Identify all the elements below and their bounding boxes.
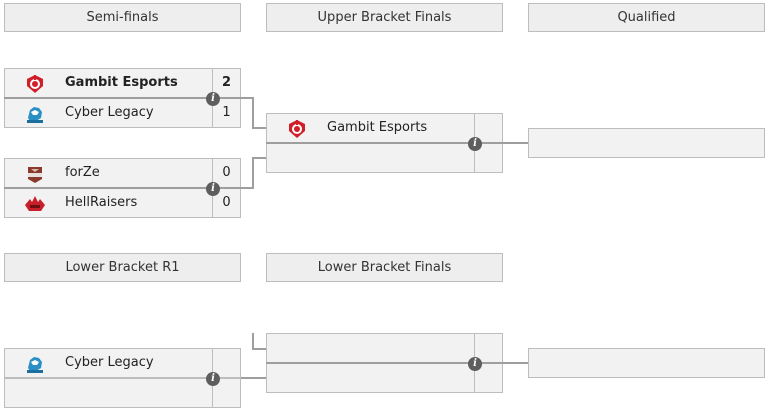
match-slot-team-top[interactable]: forZe 0 bbox=[4, 158, 241, 188]
bracket-connector bbox=[241, 377, 266, 379]
team-name: Cyber Legacy bbox=[65, 355, 154, 370]
match-slot-team-top[interactable]: Gambit Esports bbox=[266, 113, 503, 143]
score-cell bbox=[474, 144, 502, 172]
match-lower-bracket-r1[interactable]: Cyber Legacy bbox=[4, 348, 241, 408]
gambit-logo-icon bbox=[286, 119, 308, 139]
team-name: Cyber Legacy bbox=[65, 105, 154, 120]
match-divider bbox=[4, 97, 241, 99]
cyber-legacy-logo-icon bbox=[24, 104, 46, 124]
bracket-connector bbox=[252, 127, 266, 129]
info-icon[interactable]: i bbox=[206, 182, 220, 196]
team-name: Gambit Esports bbox=[65, 75, 178, 90]
bracket-connector bbox=[241, 97, 253, 99]
score-cell bbox=[474, 114, 502, 142]
info-icon[interactable]: i bbox=[206, 372, 220, 386]
team-name: Gambit Esports bbox=[327, 120, 428, 135]
gambit-logo-icon bbox=[24, 74, 46, 94]
match-slot-team-bottom[interactable] bbox=[266, 363, 503, 393]
info-icon[interactable]: i bbox=[206, 92, 220, 106]
qualified-slot-lower[interactable] bbox=[528, 348, 765, 378]
bracket-connector bbox=[252, 333, 254, 350]
header-qualified-label: Qualified bbox=[617, 10, 676, 25]
score-cell bbox=[212, 349, 240, 377]
team-score: 0 bbox=[212, 159, 240, 187]
match-divider bbox=[266, 142, 503, 144]
match-semi-final-1[interactable]: Gambit Esports 2 Cyber Legacy 1 bbox=[4, 68, 241, 128]
hellraisers-logo-icon bbox=[24, 194, 46, 214]
header-semi-finals: Semi-finals bbox=[4, 3, 241, 32]
team-name: forZe bbox=[65, 165, 100, 180]
header-lower-bracket-r1: Lower Bracket R1 bbox=[4, 253, 241, 282]
header-lower-bracket-finals-label: Lower Bracket Finals bbox=[317, 260, 452, 275]
bracket-connector bbox=[503, 362, 528, 364]
score-cell bbox=[474, 364, 502, 392]
match-slot-team-bottom[interactable] bbox=[4, 378, 241, 408]
header-upper-bracket-finals: Upper Bracket Finals bbox=[266, 3, 503, 32]
match-divider bbox=[266, 362, 503, 364]
bracket-connector bbox=[241, 187, 253, 189]
header-lower-bracket-r1-label: Lower Bracket R1 bbox=[65, 260, 180, 275]
match-semi-final-2[interactable]: forZe 0 HellRaisers 0 bbox=[4, 158, 241, 218]
header-upper-bracket-finals-label: Upper Bracket Finals bbox=[317, 10, 452, 25]
bracket-connector bbox=[252, 157, 254, 189]
match-slot-team-top[interactable]: Cyber Legacy bbox=[4, 348, 241, 378]
match-slot-team-top[interactable] bbox=[266, 333, 503, 363]
team-name: HellRaisers bbox=[65, 195, 138, 210]
bracket-connector bbox=[252, 157, 266, 159]
info-icon[interactable]: i bbox=[468, 137, 482, 151]
match-slot-team-top[interactable]: Gambit Esports 2 bbox=[4, 68, 241, 98]
score-cell bbox=[212, 379, 240, 407]
match-slot-team-bottom[interactable]: HellRaisers 0 bbox=[4, 188, 241, 218]
info-icon[interactable]: i bbox=[468, 357, 482, 371]
score-cell bbox=[474, 334, 502, 362]
match-slot-team-bottom[interactable] bbox=[266, 143, 503, 173]
qualified-slot-upper[interactable] bbox=[528, 128, 765, 158]
team-score: 1 bbox=[212, 99, 240, 127]
bracket-connector bbox=[503, 142, 528, 144]
match-lower-bracket-final[interactable] bbox=[266, 333, 503, 393]
header-lower-bracket-finals: Lower Bracket Finals bbox=[266, 253, 503, 282]
bracket-connector bbox=[252, 348, 266, 350]
match-divider bbox=[4, 187, 241, 189]
match-upper-bracket-final[interactable]: Gambit Esports bbox=[266, 113, 503, 173]
header-semi-finals-label: Semi-finals bbox=[86, 10, 159, 25]
cyber-legacy-logo-icon bbox=[24, 354, 46, 374]
team-score: 0 bbox=[212, 189, 240, 217]
header-qualified: Qualified bbox=[528, 3, 765, 32]
forze-logo-icon bbox=[24, 164, 46, 184]
team-score: 2 bbox=[212, 69, 240, 97]
bracket-connector bbox=[252, 97, 254, 129]
match-slot-team-bottom[interactable]: Cyber Legacy 1 bbox=[4, 98, 241, 128]
